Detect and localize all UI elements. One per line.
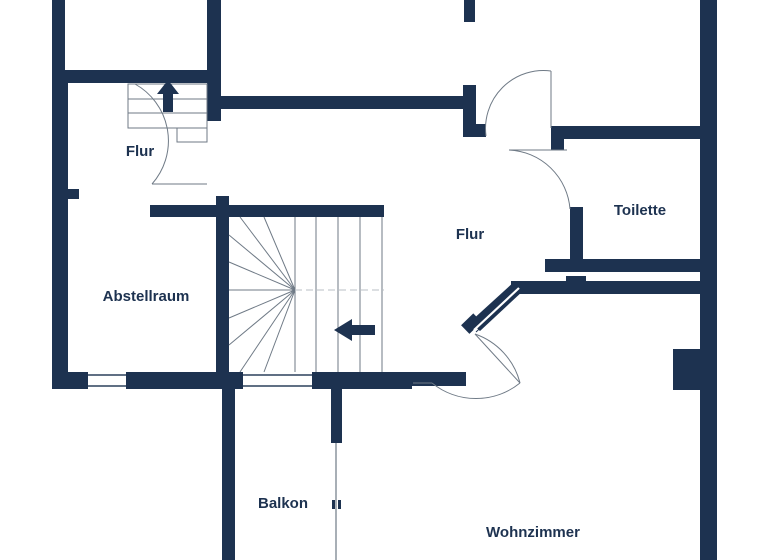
room-label-flur-mitte: Flur	[456, 226, 484, 243]
door-toilette-bottom-arc	[508, 149, 571, 210]
wall-balkon-left-vertical	[222, 380, 235, 560]
wall-top-left-vertical	[52, 0, 65, 75]
stair-winder-2	[228, 261, 296, 291]
wall-right-exterior	[700, 0, 717, 560]
wall-right-stub	[673, 349, 701, 390]
wall-toilette-top-jamb	[551, 126, 564, 150]
window-abstellraum	[85, 374, 131, 387]
balkon-railing-marker-a	[332, 500, 335, 509]
wall-flur-oben-top	[52, 70, 145, 83]
window-treppenhaus-jamb-left	[239, 372, 243, 389]
door-flur-oben-arc	[134, 83, 169, 185]
wall-diagonal-wohnzimmer	[470, 281, 524, 331]
wall-toilette-top	[551, 126, 711, 139]
wall-diagonal-jamb	[461, 313, 482, 334]
wall-wohnzimmer-top	[511, 281, 707, 294]
stair-winder-8	[239, 289, 296, 373]
window-treppenhaus-jamb-right	[312, 372, 317, 389]
wall-stair-top-right-end	[372, 205, 384, 217]
room-label-toilette: Toilette	[614, 202, 666, 219]
room-label-wohnzimmer: Wohnzimmer	[486, 524, 580, 541]
stair-winder-6	[228, 289, 296, 319]
stair-winder-5	[263, 216, 296, 291]
room-label-flur-oben: Flur	[126, 143, 154, 160]
stair-winder-9	[263, 289, 296, 373]
balkon-railing	[332, 443, 341, 560]
doors-group	[413, 70, 571, 400]
wall-upper-horizontal	[207, 96, 473, 109]
wall-left-jamb	[68, 189, 79, 199]
door-toilette-top-arc	[485, 70, 552, 137]
stair-winder-7	[228, 289, 296, 346]
windows-group	[84, 287, 522, 389]
window-diagonal-panel	[473, 287, 522, 333]
wall-abstellraum-bottom	[52, 372, 86, 389]
wall-stair-bottom-right-b	[380, 372, 466, 386]
wall-abstellraum-bottom-b	[130, 372, 224, 389]
stair-upper-arrow	[157, 80, 179, 112]
walls-group	[52, 0, 717, 560]
wall-wohnzimmer-top-gap	[566, 276, 586, 283]
wall-stair-top	[150, 205, 384, 217]
wall-toilette-left-lower	[570, 207, 583, 272]
door-wohnzimmer-arc-2	[431, 382, 521, 400]
door-wohnzimmer-leaf	[474, 333, 521, 384]
wall-stair-left-vertical	[216, 196, 229, 382]
room-labels-group: Flur Abstellraum Flur Toilette Balkon Wo…	[103, 143, 666, 541]
room-label-abstellraum: Abstellraum	[103, 288, 190, 305]
room-label-balkon: Balkon	[258, 495, 308, 512]
wall-left-exterior	[52, 70, 68, 381]
door-flur-oben	[134, 83, 207, 185]
balkon-railing-marker-b	[338, 500, 341, 509]
window-abstellraum-jamb-right	[126, 372, 131, 389]
wall-balkon-stub	[331, 386, 342, 443]
stair-main-arrow	[334, 319, 375, 341]
wall-upper-stub	[464, 0, 475, 22]
stair-winder-4	[239, 216, 296, 291]
stair-upper-landing	[176, 127, 208, 143]
window-abstellraum-jamb-left	[84, 372, 88, 389]
stair-main	[228, 216, 384, 373]
door-wohnzimmer-arc	[474, 333, 521, 384]
wall-center-top-vertical	[207, 0, 221, 83]
wall-toilette-left-foot	[463, 124, 486, 137]
wall-flur-oben-top-b	[145, 70, 208, 83]
wall-toilette-bottom	[545, 259, 711, 272]
window-treppenhaus	[241, 374, 315, 387]
stair-winder-3	[228, 234, 296, 291]
